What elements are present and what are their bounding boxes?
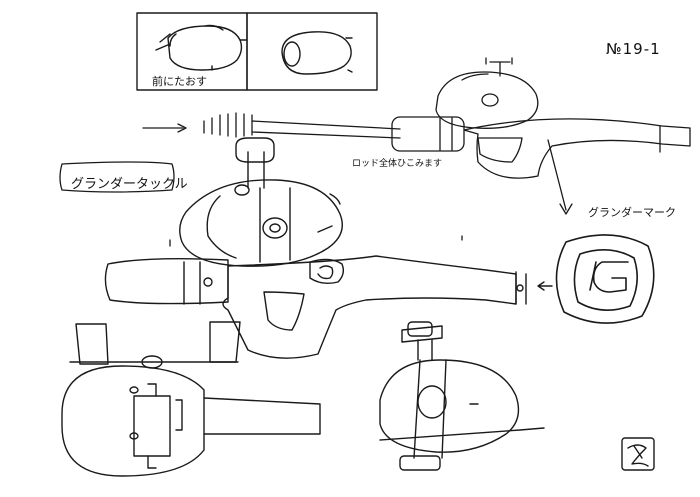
rod-handle-view: [104, 255, 553, 359]
rod-side-view: [142, 57, 691, 215]
caption-fold-forward: 前にたおす: [152, 75, 207, 88]
sheet-number: №19-1: [606, 40, 661, 58]
reel-side-view: [379, 321, 545, 471]
reference-panels: [136, 12, 378, 91]
product-name: グランダータックル: [71, 177, 188, 192]
signature-stamp: [621, 437, 655, 471]
name-frame: [59, 161, 463, 247]
rod-note: ロッド全体ひこみます: [352, 159, 443, 169]
grander-mark: [555, 234, 655, 324]
mark-label: グランダーマーク: [588, 206, 676, 219]
reel-top-view: [61, 321, 321, 477]
reel-front-view: [179, 137, 343, 267]
